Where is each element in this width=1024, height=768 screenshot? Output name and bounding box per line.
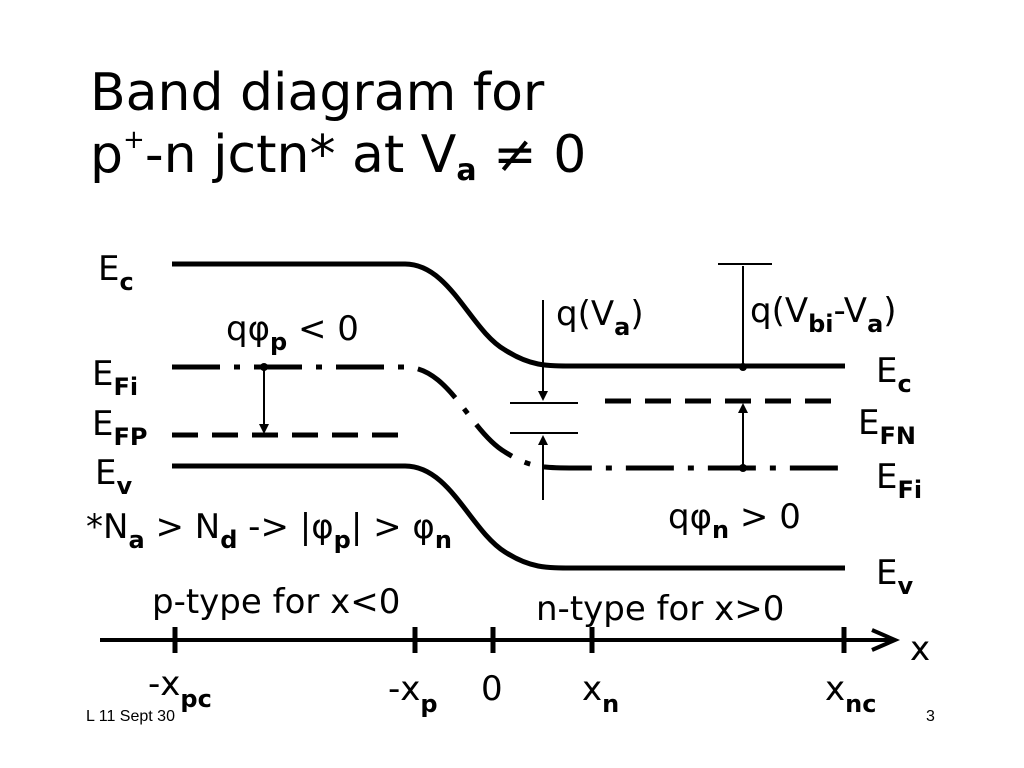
title-plus-sup: + [123,125,145,155]
label-efn: EFN [858,403,916,450]
label-efi-left: EFi [92,354,138,401]
label-n-type: n-type for x>0 [536,589,784,629]
label-q-phi-p: qφp < 0 [226,309,359,356]
footer-page-number: 3 [926,708,935,725]
doping-note: *Na > Nd -> |φp| > φn [86,507,452,554]
title-neq-zero: ≠ 0 [476,125,587,185]
label-q-vbi-va: q(Vbi-Va) [750,291,897,338]
conduction-band [172,261,845,369]
label-xn: xn [582,669,619,718]
label-x-axis: x [910,629,930,669]
label-zero: 0 [481,669,503,709]
label-efp: EFP [92,404,147,451]
label-minus-xpc: -xpc [148,664,212,713]
valence-band [172,463,845,571]
footer-left: L 11 Sept 30 [86,708,175,725]
label-p-type: p-type for x<0 [152,582,400,622]
label-ec-left: Ec [98,249,134,296]
label-ev-left: Ev [95,453,132,500]
label-ev-right: Ev [876,553,913,600]
label-xnc: xnc [825,669,876,718]
intrinsic-fermi-level [172,364,845,471]
label-ec-right: Ec [876,351,912,398]
title-line-1: Band diagram for [90,63,545,123]
label-q-va: q(Va) [556,294,644,341]
title-p: p [90,125,124,185]
title-a-sub: a [456,153,477,188]
label-minus-xp: -xp [388,669,438,718]
slide-title: Band diagram for p+-n jctn* at Va ≠ 0 [90,62,586,186]
label-efi-right: EFi [876,457,922,504]
title-line-2: p+-n jctn* at Va ≠ 0 [90,124,586,186]
label-q-phi-n: qφn > 0 [668,497,801,544]
title-mid: -n jctn* at V [144,125,457,185]
